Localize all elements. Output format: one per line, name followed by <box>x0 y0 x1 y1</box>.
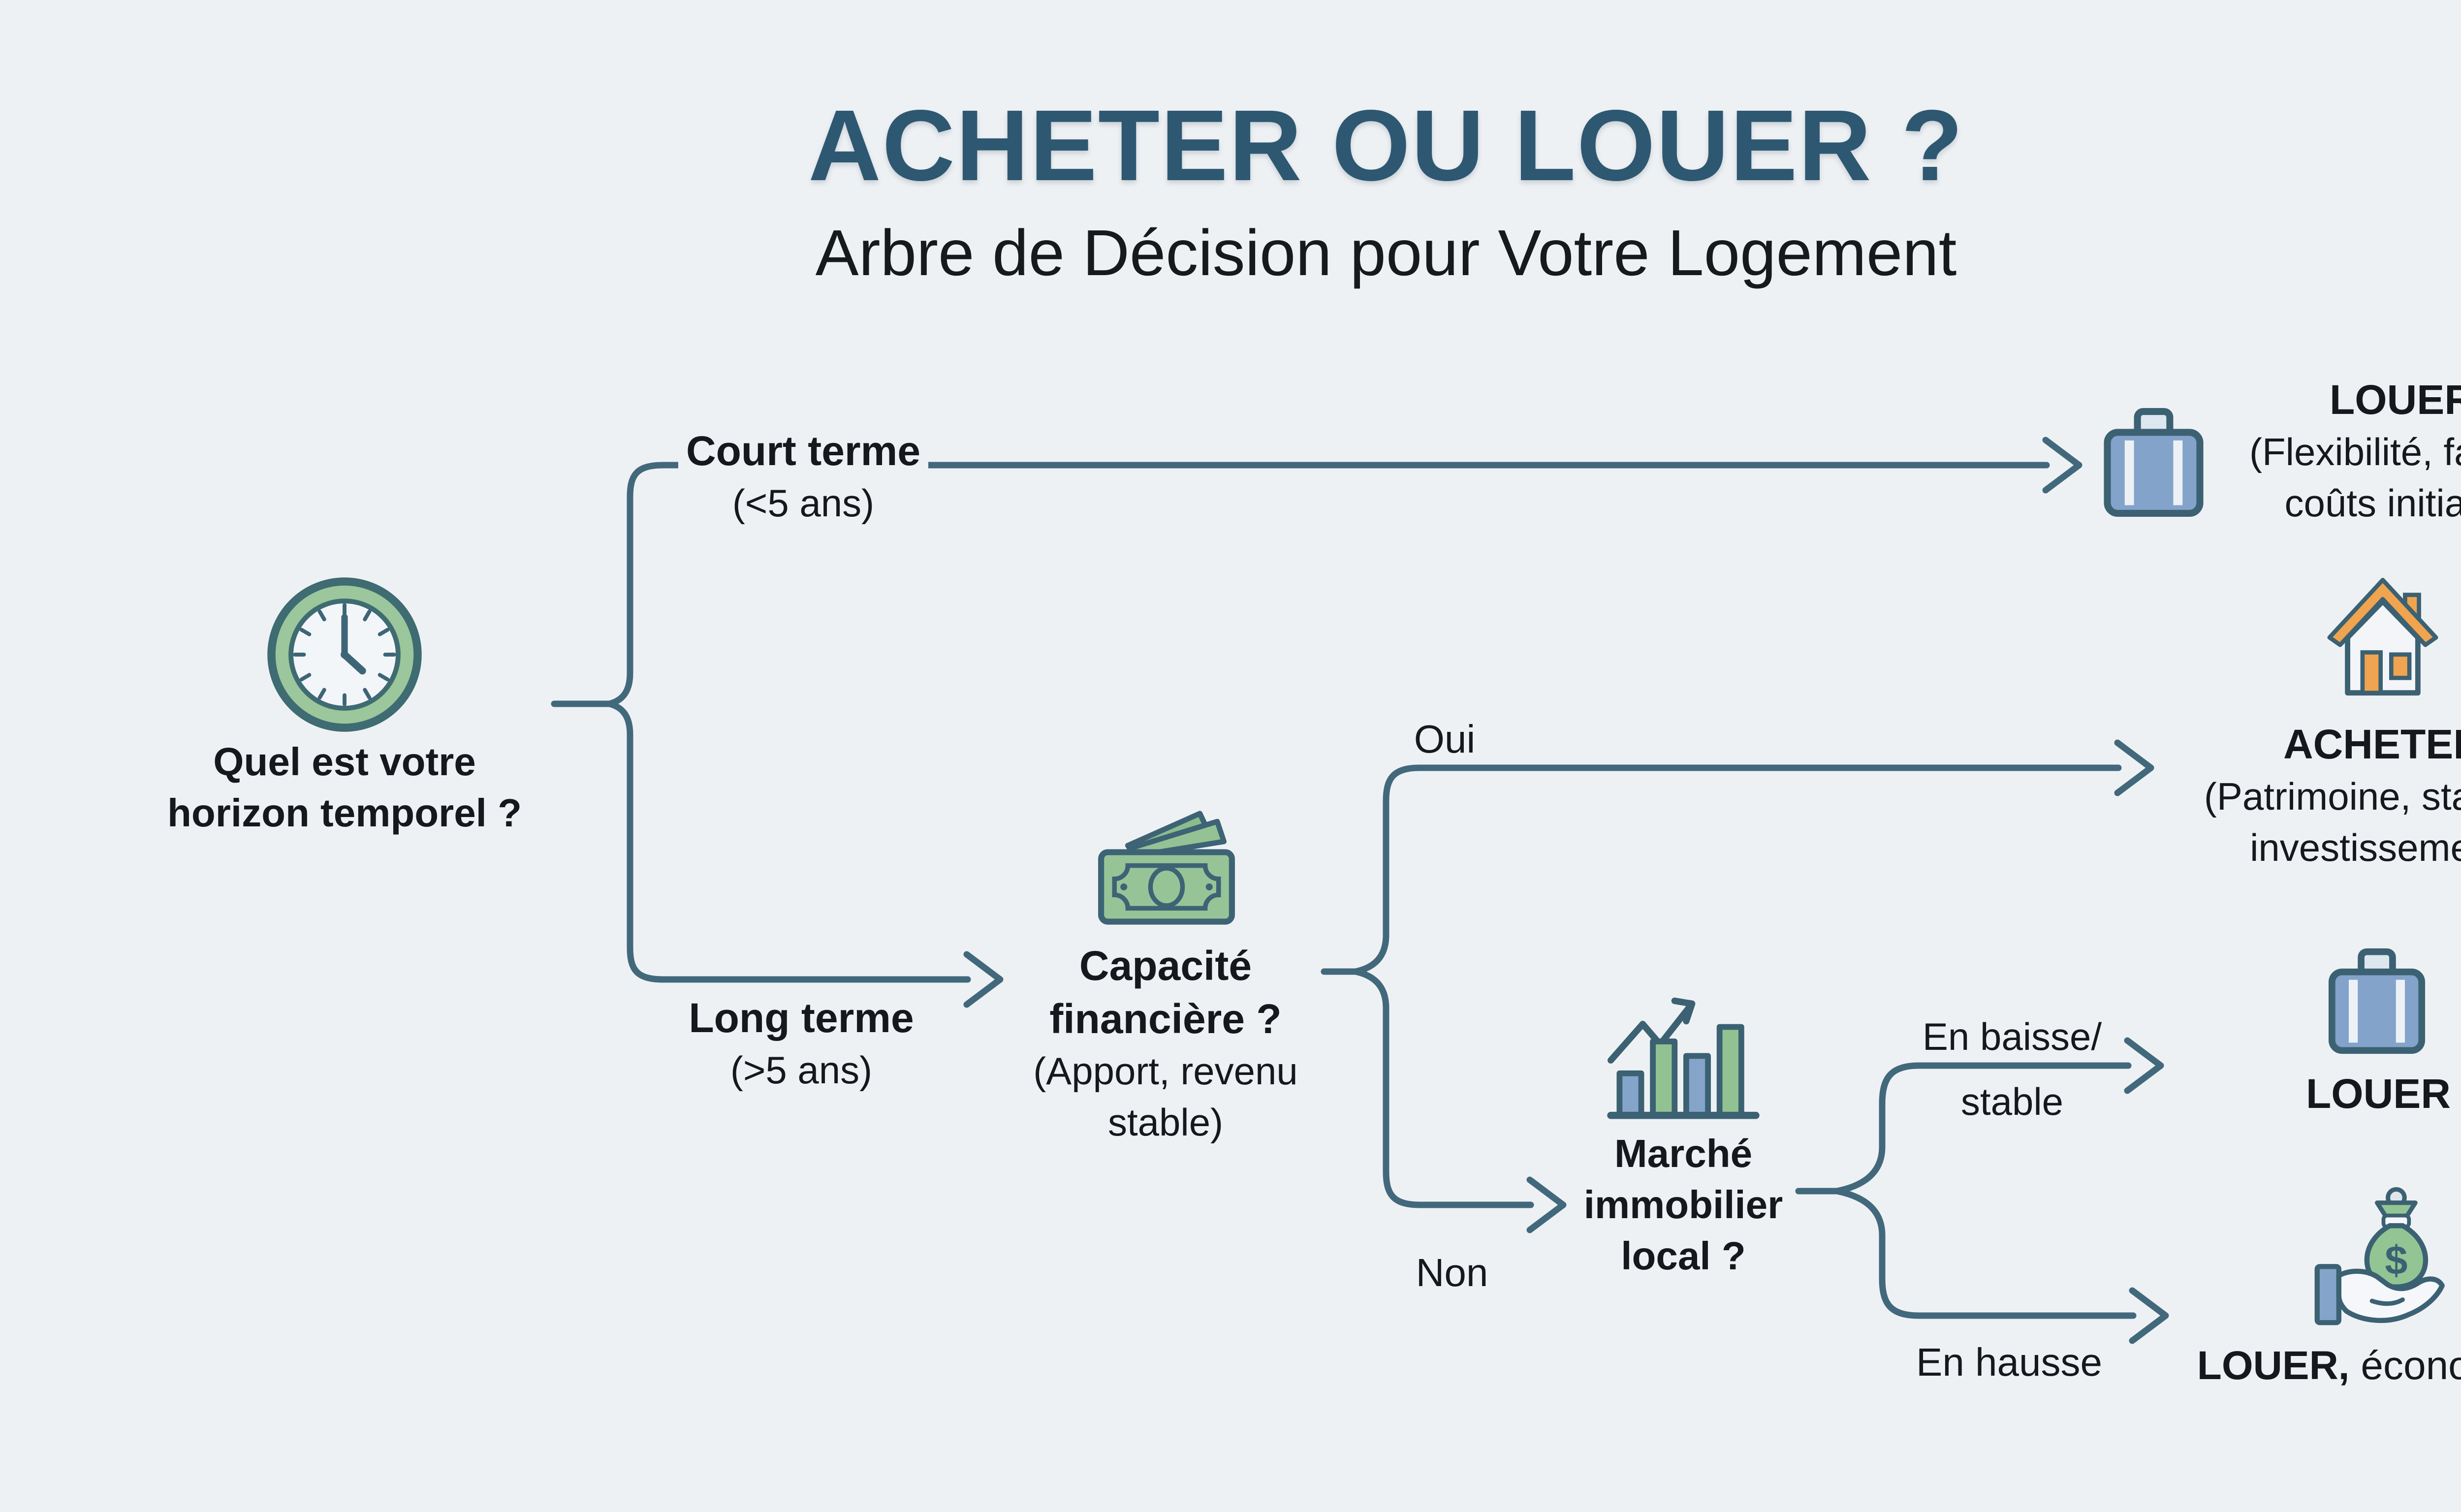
suitcase-icon <box>2328 948 2426 1054</box>
edge-en-hausse-line <box>1833 1188 2137 1319</box>
edge-label-non: Non <box>1416 1247 1488 1298</box>
non-label: Non <box>1416 1251 1488 1294</box>
suitcase-icon <box>2104 408 2204 517</box>
edge-en-hausse-arrowhead <box>2129 1287 2169 1344</box>
edge-oui-arrowhead <box>2114 739 2154 796</box>
marche-title-line1: Marché <box>1614 1132 1753 1175</box>
marche-title-line3: local ? <box>1621 1234 1746 1278</box>
louer-baisse-title: LOUER <box>2306 1071 2451 1117</box>
edge-en-baisse-arrowhead <box>2124 1037 2164 1094</box>
node-capacite-label: Capacité financière ? (Apport, revenu st… <box>1033 939 1298 1148</box>
long-terme-label: Long terme <box>689 995 914 1041</box>
root-question-label: Quel est votre horizon temporel ? <box>167 736 522 839</box>
louer-court-desc-line1: (Flexibilité, faibles <box>2249 430 2461 473</box>
root-question-line1: Quel est votre <box>213 740 476 784</box>
edge-en-baisse-line <box>1833 1062 2132 1195</box>
oui-label: Oui <box>1414 717 1476 761</box>
edge-label-court-terme: Court terme (<5 ans) <box>678 424 929 529</box>
louer-court-title: LOUER <box>2329 377 2461 423</box>
court-terme-label: Court terme <box>686 428 921 474</box>
capacite-desc-line2: stable) <box>1107 1101 1224 1144</box>
house-icon <box>2327 578 2438 696</box>
edge-label-en-baisse: En baisse/ stable <box>1923 1004 2102 1134</box>
acheter-desc-line2: investissement) <box>2250 826 2461 869</box>
capacite-title-line1: Capacité <box>1079 943 1252 989</box>
edge-court-terme-line <box>606 462 2050 707</box>
edge-non-arrowhead <box>1526 1176 1567 1233</box>
edge-label-long-terme: Long terme (>5 ans) <box>689 991 914 1096</box>
louer-hausse-title-regular: économiser <box>2361 1343 2461 1388</box>
acheter-desc-line1: (Patrimoine, stabilité, <box>2204 775 2461 818</box>
node-louer-court-label: LOUER (Flexibilité, faibles coûts initia… <box>2249 373 2461 529</box>
clock-hands <box>341 614 366 675</box>
marche-title-line2: immobilier <box>1583 1183 1783 1227</box>
money-bag-dollar: $ <box>2385 1237 2407 1283</box>
clock-icon <box>267 577 422 732</box>
edge-long-terme-arrowhead <box>963 951 1004 1008</box>
edge-court-terme-arrowhead <box>2042 437 2082 494</box>
node-louer-hausse-label: LOUER, économiser <box>2197 1340 2461 1392</box>
long-terme-sublabel: (>5 ans) <box>730 1048 873 1092</box>
market-chart-icon <box>1607 997 1760 1119</box>
en-baisse-line2: stable <box>1960 1080 2064 1123</box>
en-hausse-label: En hausse <box>1916 1340 2103 1384</box>
acheter-title: ACHETER <box>2283 721 2461 767</box>
edge-non-line <box>1352 968 1534 1208</box>
node-louer-baisse-label: LOUER <box>2306 1067 2451 1120</box>
clock-ticks <box>293 603 396 706</box>
root-question-line2: horizon temporel ? <box>167 791 522 835</box>
louer-hausse-title-bold: LOUER, <box>2197 1343 2350 1388</box>
money-bag-hand-icon: $ <box>2314 1187 2445 1325</box>
edge-label-en-hausse: En hausse <box>1916 1337 2102 1388</box>
edge-label-oui: Oui <box>1414 714 1476 765</box>
node-marche-label: Marché immobilier local ? <box>1584 1128 1783 1282</box>
capacite-title-line2: financière ? <box>1049 996 1282 1042</box>
en-baisse-line1: En baisse/ <box>1922 1015 2102 1058</box>
edge-long-terme-line <box>606 700 971 983</box>
node-acheter-label: ACHETER (Patrimoine, stabilité, investis… <box>2204 718 2461 873</box>
banknotes-icon <box>1098 811 1235 925</box>
edge-oui-line <box>1352 764 2122 975</box>
court-terme-sublabel: (<5 ans) <box>732 481 875 525</box>
capacite-desc-line1: (Apport, revenu <box>1033 1049 1298 1093</box>
page-title: ACHETER OU LOUER ? <box>808 89 1964 202</box>
page-subtitle: Arbre de Décision pour Votre Logement <box>815 217 1957 289</box>
louer-court-desc-line2: coûts initiaux) <box>2284 481 2461 525</box>
